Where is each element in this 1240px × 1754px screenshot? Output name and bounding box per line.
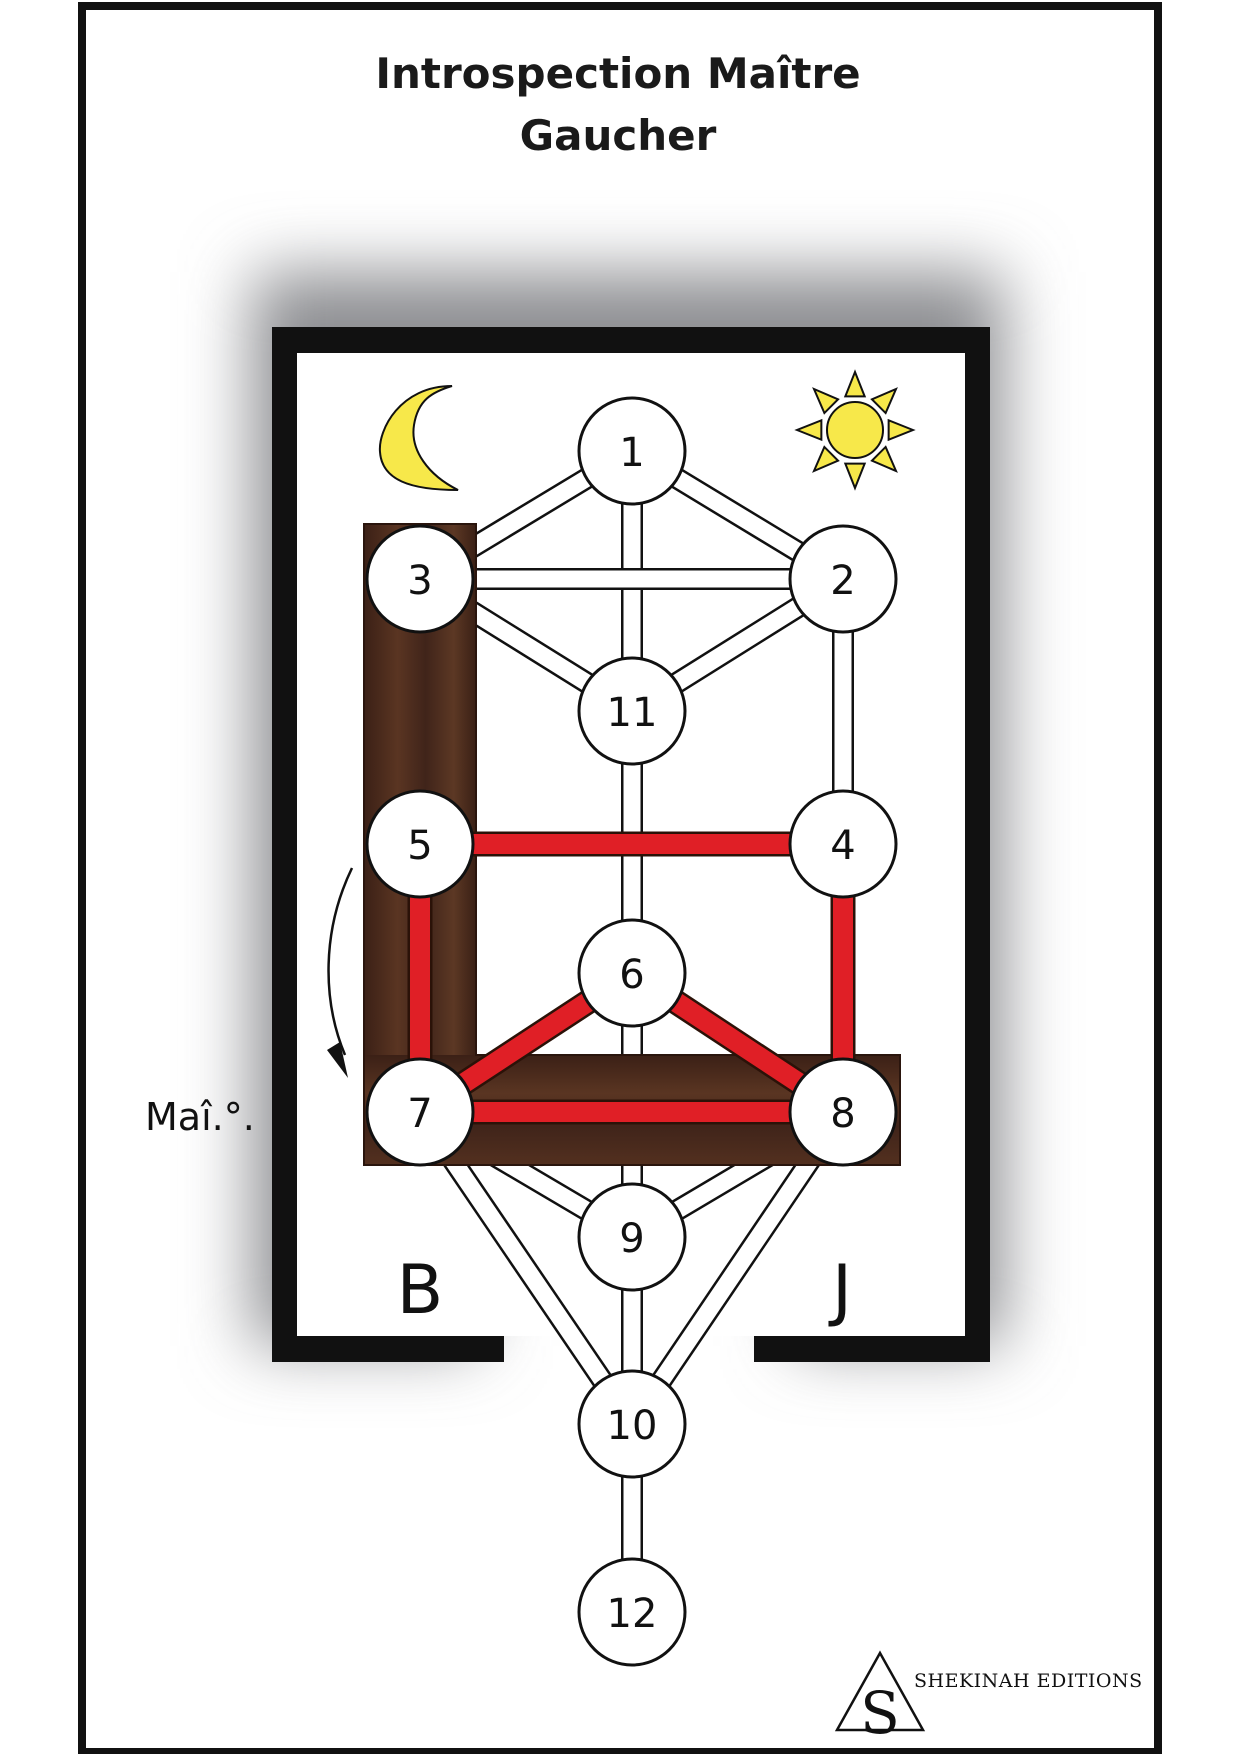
- node-8: 8: [788, 1057, 898, 1167]
- node-5: 5: [365, 789, 475, 899]
- node-label-12: 12: [607, 1591, 658, 1637]
- title-line-1: Introspection Maître: [375, 49, 860, 98]
- node-label-3: 3: [407, 558, 432, 604]
- node-label-10: 10: [607, 1403, 658, 1449]
- node-label-11: 11: [607, 690, 658, 736]
- node-10: 10: [577, 1369, 687, 1479]
- node-label-6: 6: [619, 952, 644, 998]
- node-label-5: 5: [407, 823, 432, 869]
- node-9: 9: [577, 1182, 687, 1292]
- node-3: 3: [365, 524, 475, 634]
- page-border: [78, 2, 1162, 1754]
- node-label-7: 7: [407, 1091, 432, 1137]
- sun-ray: [887, 418, 916, 442]
- node-2: 2: [788, 524, 898, 634]
- pillar-j: J: [828, 1251, 852, 1330]
- node-7: 7: [365, 1057, 475, 1167]
- node-11: 11: [577, 656, 687, 766]
- brand-name: SHEKINAH EDITIONS: [914, 1670, 1143, 1692]
- node-label-2: 2: [830, 558, 855, 604]
- sun-icon: [794, 369, 916, 491]
- sun-ray: [843, 369, 867, 398]
- sun-ray: [794, 418, 823, 442]
- pillar-b: B: [397, 1251, 444, 1330]
- sun-ray: [812, 387, 840, 415]
- node-label-4: 4: [830, 823, 855, 869]
- logo-s-mark: S: [860, 1679, 900, 1747]
- node-6: 6: [577, 918, 687, 1028]
- shekinah-logo: S SHEKINAH EDITIONS: [834, 1650, 1143, 1747]
- node-label-8: 8: [830, 1091, 855, 1137]
- sun-ray: [843, 462, 867, 491]
- sun-ray: [870, 445, 898, 473]
- curved-arrow-icon: [327, 867, 354, 1078]
- sun-ray: [812, 445, 840, 473]
- node-1: 1: [577, 396, 687, 506]
- title-line-2: Gaucher: [520, 111, 717, 160]
- node-label-9: 9: [619, 1216, 644, 1262]
- node-4: 4: [788, 789, 898, 899]
- node-12: 12: [577, 1557, 687, 1667]
- sun-ray: [870, 387, 898, 415]
- crescent-moon-icon: [378, 385, 459, 491]
- degree-label: Maî.°.: [145, 1095, 255, 1139]
- node-label-1: 1: [619, 430, 644, 476]
